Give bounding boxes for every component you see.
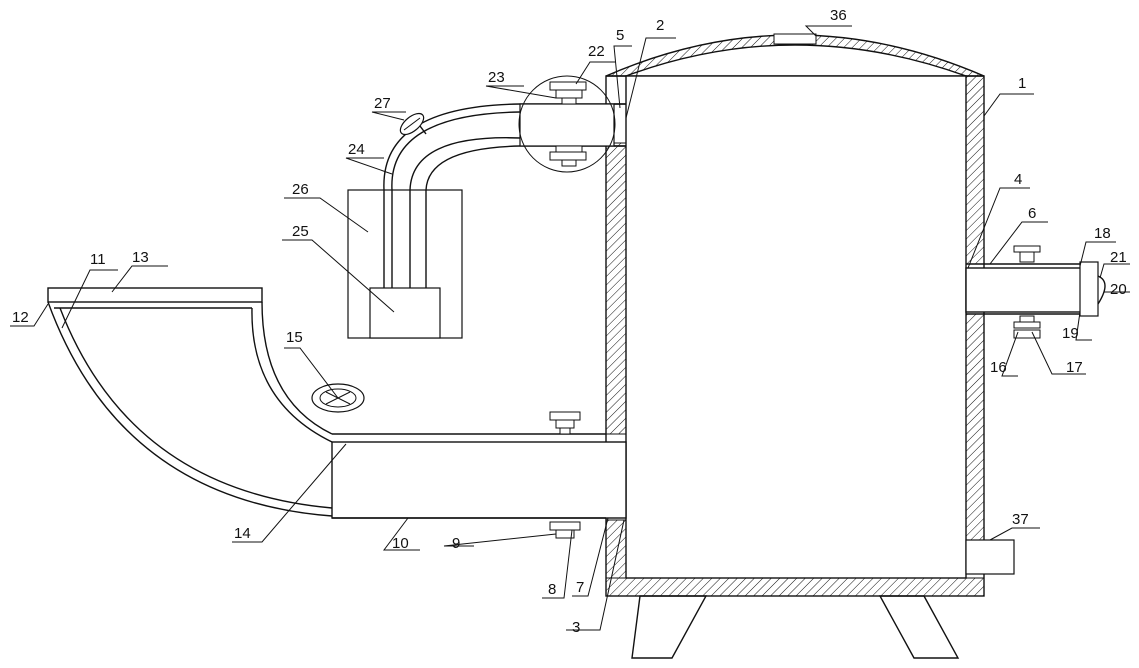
- tank-leg-right: [878, 595, 960, 659]
- label-12: 12: [12, 309, 29, 326]
- label-24: 24: [348, 141, 365, 158]
- label-13: 13: [132, 249, 149, 266]
- motor-housing: [347, 189, 463, 339]
- label-22: 22: [588, 43, 605, 60]
- label-17: 17: [1066, 359, 1083, 376]
- label-15: 15: [286, 329, 303, 346]
- lower-inlet-pipe: [331, 411, 627, 539]
- label-23: 23: [488, 69, 505, 86]
- label-11: 11: [90, 251, 106, 268]
- label-2: 2: [656, 17, 664, 34]
- main-tank: [605, 33, 1015, 659]
- label-26: 26: [292, 181, 309, 198]
- leader-lines: [10, 25, 1130, 631]
- label-9: 9: [452, 535, 460, 552]
- detail-circle: [518, 75, 616, 173]
- label-25: 25: [292, 223, 309, 240]
- label-6: 6: [1028, 205, 1036, 222]
- tank-left-wall: [605, 142, 627, 435]
- label-20: 20: [1110, 281, 1127, 298]
- valve-20: [1097, 275, 1106, 305]
- label-27: 27: [374, 95, 391, 112]
- label-21: 21: [1110, 249, 1127, 266]
- end-cap: [1079, 261, 1099, 317]
- label-5: 5: [616, 27, 624, 44]
- label-4: 4: [1014, 171, 1022, 188]
- label-19: 19: [1062, 325, 1079, 342]
- part-labels: 1 2 3 4 5 6 7 8 9 10 11 12 13 14 15 16 1…: [12, 7, 1127, 636]
- label-37: 37: [1012, 511, 1029, 528]
- label-36: 36: [830, 7, 847, 24]
- label-1: 1: [1018, 75, 1026, 92]
- upper-bent-pipe: [383, 75, 626, 191]
- label-10: 10: [392, 535, 409, 552]
- label-3: 3: [572, 619, 580, 636]
- dome-vent: [773, 33, 817, 45]
- hopper: [47, 287, 365, 517]
- tank-bottom: [605, 577, 985, 597]
- label-7: 7: [576, 579, 584, 596]
- tank-leg-left: [631, 595, 708, 659]
- label-16: 16: [990, 359, 1007, 376]
- label-14: 14: [234, 525, 251, 542]
- hopper-lid: [47, 287, 263, 303]
- component-37: [965, 539, 1015, 575]
- label-18: 18: [1094, 225, 1111, 242]
- label-8: 8: [548, 581, 556, 598]
- right-outlet-pipe: [965, 245, 1106, 339]
